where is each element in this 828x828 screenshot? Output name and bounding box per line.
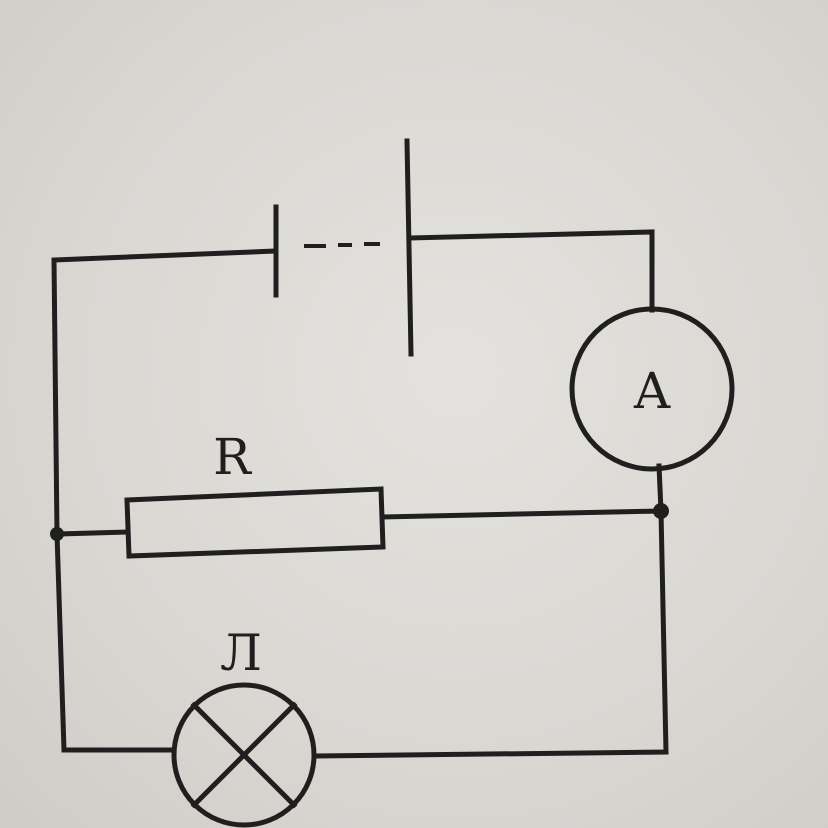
junctions (50, 503, 669, 541)
resistor-label: R (213, 428, 252, 486)
junction-right (653, 503, 669, 519)
wire-right-bottom (315, 508, 669, 759)
wire-battery-to-ammeter (408, 229, 655, 313)
junction-left (50, 527, 64, 541)
wire-left-top (51, 248, 279, 537)
lamp-circle (171, 682, 317, 828)
wire-resistor-to-junction (380, 508, 664, 520)
battery (273, 138, 414, 357)
wires (51, 229, 669, 759)
wire-left-to-resistor (54, 529, 130, 537)
battery-long-plate (404, 138, 414, 357)
ammeter-circle (569, 306, 735, 472)
resistor: R (124, 428, 386, 559)
ammeter: A (569, 306, 735, 472)
wire-left-bottom (54, 531, 177, 753)
ammeter-label: A (633, 362, 671, 420)
lamp-cross-2 (190, 701, 298, 809)
lamp-label: Л (220, 624, 262, 682)
lamp: Л (171, 624, 317, 828)
resistor-body (124, 486, 386, 559)
